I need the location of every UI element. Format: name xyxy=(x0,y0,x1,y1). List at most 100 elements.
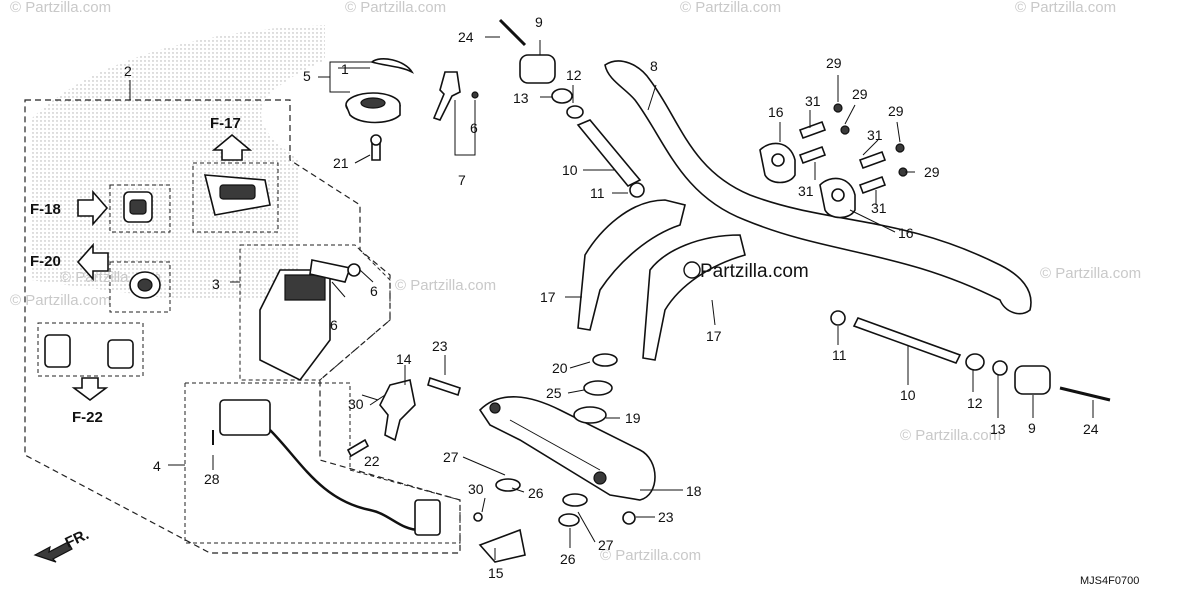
callout-3[interactable]: 3 xyxy=(212,276,220,292)
callout-30[interactable]: 30 xyxy=(468,481,484,497)
callout-24[interactable]: 24 xyxy=(1083,421,1099,437)
handlebar-riser xyxy=(642,234,746,361)
callout-1[interactable]: 1 xyxy=(341,61,349,77)
callout-8[interactable]: 8 xyxy=(650,58,658,74)
callout-14[interactable]: 14 xyxy=(396,351,412,367)
callout-17[interactable]: 17 xyxy=(540,289,556,305)
callout-11[interactable]: 11 xyxy=(590,185,605,201)
callout-31[interactable]: 31 xyxy=(867,127,883,143)
callout-20[interactable]: 20 xyxy=(552,360,568,376)
callout-21[interactable]: 21 xyxy=(333,155,349,171)
figure-ref-f22[interactable]: F-22 xyxy=(72,409,103,426)
arrow-up-icon xyxy=(211,133,253,161)
switch-cover xyxy=(345,104,401,124)
callout-29[interactable]: 29 xyxy=(888,103,904,119)
callout-28[interactable]: 28 xyxy=(204,471,220,487)
callout-23[interactable]: 23 xyxy=(658,509,674,525)
callout-13[interactable]: 13 xyxy=(513,90,529,106)
callout-23[interactable]: 23 xyxy=(432,338,448,354)
ignition-key-head xyxy=(347,263,361,277)
collar xyxy=(965,353,985,371)
callout-27[interactable]: 27 xyxy=(443,449,459,465)
callout-29[interactable]: 29 xyxy=(924,164,940,180)
key xyxy=(432,71,461,121)
washer xyxy=(833,103,843,113)
nut xyxy=(830,310,846,326)
watermark: © Partzilla.com xyxy=(10,0,111,16)
callout-10[interactable]: 10 xyxy=(900,387,916,403)
callout-10[interactable]: 10 xyxy=(562,162,578,178)
switch-part xyxy=(137,278,153,292)
nut xyxy=(592,353,618,367)
callout-4[interactable]: 4 xyxy=(153,458,161,474)
callout-9[interactable]: 9 xyxy=(1028,420,1036,436)
bolt xyxy=(346,438,370,458)
callout-16[interactable]: 16 xyxy=(768,104,784,120)
callout-11[interactable]: 11 xyxy=(832,347,847,363)
bolt-head xyxy=(622,511,636,525)
bar-end-weight xyxy=(519,54,556,84)
callout-labels: 1 2 3 4 5 6 6 6 7 8 9 9 10 10 11 11 12 1… xyxy=(124,14,1099,581)
callout-6[interactable]: 6 xyxy=(370,283,378,299)
screw xyxy=(498,18,527,47)
arrow-down-icon xyxy=(71,377,109,401)
callout-2[interactable]: 2 xyxy=(124,63,132,79)
callout-25[interactable]: 25 xyxy=(546,385,562,401)
clamp-hole xyxy=(831,188,845,202)
callout-24[interactable]: 24 xyxy=(458,29,474,45)
ignition-box xyxy=(239,244,391,381)
upper-bridge xyxy=(478,396,656,501)
harness-connector xyxy=(219,399,271,436)
callout-29[interactable]: 29 xyxy=(852,86,868,102)
callout-31[interactable]: 31 xyxy=(805,93,821,109)
callout-7[interactable]: 7 xyxy=(458,172,466,188)
bushing xyxy=(573,406,607,424)
watermark: © Partzilla.com xyxy=(1015,0,1116,16)
callout-18[interactable]: 18 xyxy=(686,483,702,499)
weight-shaft xyxy=(576,119,642,188)
callout-5[interactable]: 5 xyxy=(303,68,311,84)
switch-part xyxy=(44,334,71,368)
harness-box xyxy=(184,382,461,544)
callout-26[interactable]: 26 xyxy=(528,485,544,501)
bridge-edge xyxy=(509,419,601,471)
front-label: FR. xyxy=(63,526,92,552)
callout-16[interactable]: 16 xyxy=(898,225,914,241)
figure-ref-f17[interactable]: F-17 xyxy=(210,115,241,132)
callout-22[interactable]: 22 xyxy=(364,453,380,469)
callout-31[interactable]: 31 xyxy=(798,183,814,199)
watermark: © Partzilla.com xyxy=(345,0,446,16)
callout-30[interactable]: 30 xyxy=(348,396,364,412)
bar-end-weight xyxy=(1014,365,1051,395)
bolt xyxy=(858,150,887,170)
switch-part xyxy=(129,199,147,215)
callout-6[interactable]: 6 xyxy=(330,317,338,333)
callout-6[interactable]: 6 xyxy=(470,120,478,136)
callout-13[interactable]: 13 xyxy=(990,421,1006,437)
arrow-right-icon xyxy=(77,189,109,227)
callout-27[interactable]: 27 xyxy=(598,537,614,553)
callout-26[interactable]: 26 xyxy=(560,551,576,567)
figure-ref-f20[interactable]: F-20 xyxy=(30,253,61,270)
callout-15[interactable]: 15 xyxy=(488,565,504,581)
callout-12[interactable]: 12 xyxy=(967,395,983,411)
callout-12[interactable]: 12 xyxy=(566,67,582,83)
callout-29[interactable]: 29 xyxy=(826,55,842,71)
watermark: © Partzilla.com xyxy=(1040,265,1141,282)
logo-text: Partzilla.com xyxy=(700,261,809,282)
nut xyxy=(629,182,645,198)
callout-19[interactable]: 19 xyxy=(625,410,641,426)
screw xyxy=(1059,386,1111,402)
watermark: © Partzilla.com xyxy=(900,427,1001,444)
figure-ref-f18[interactable]: F-18 xyxy=(30,201,61,218)
callout-31[interactable]: 31 xyxy=(871,200,887,216)
bolt xyxy=(798,145,827,165)
collar xyxy=(992,360,1008,376)
bracket xyxy=(379,379,416,442)
watermark: © Partzilla.com xyxy=(10,292,111,309)
callout-17[interactable]: 17 xyxy=(706,328,722,344)
screw xyxy=(473,512,483,522)
switch-part xyxy=(107,339,134,369)
harness-connector xyxy=(414,499,441,536)
callout-9[interactable]: 9 xyxy=(535,14,543,30)
